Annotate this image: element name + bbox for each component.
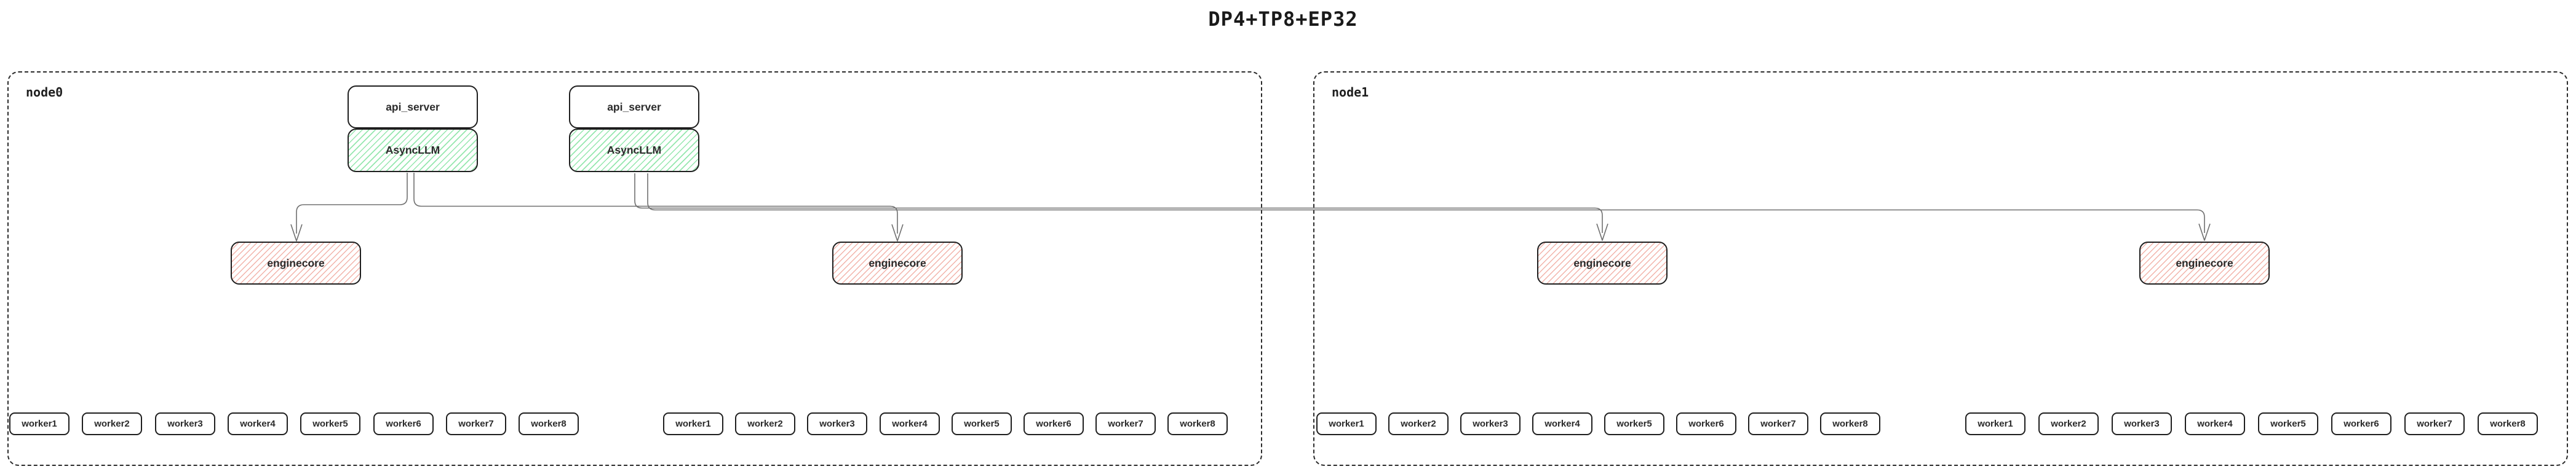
worker-box: worker5 bbox=[300, 412, 360, 435]
worker-box: worker3 bbox=[807, 412, 867, 435]
worker-box: worker2 bbox=[1388, 412, 1449, 435]
worker-box: worker3 bbox=[155, 412, 215, 435]
worker-box: worker6 bbox=[1676, 412, 1736, 435]
cluster-label: node0 bbox=[26, 85, 63, 100]
worker-box: worker5 bbox=[952, 412, 1012, 435]
cluster-node0: node0 bbox=[7, 71, 1262, 466]
worker-box: worker7 bbox=[1095, 412, 1156, 435]
worker-box: worker7 bbox=[446, 412, 506, 435]
worker-box: worker1 bbox=[663, 412, 723, 435]
api-server-box: api_server bbox=[569, 85, 699, 128]
worker-box: worker1 bbox=[9, 412, 70, 435]
worker-box: worker4 bbox=[228, 412, 288, 435]
worker-box: worker6 bbox=[1024, 412, 1084, 435]
worker-box: worker7 bbox=[1748, 412, 1808, 435]
worker-box: worker8 bbox=[519, 412, 579, 435]
worker-box: worker3 bbox=[2112, 412, 2172, 435]
worker-box: worker8 bbox=[2478, 412, 2538, 435]
worker-box: worker2 bbox=[735, 412, 795, 435]
worker-box: worker6 bbox=[2331, 412, 2391, 435]
api-server-box: api_server bbox=[348, 85, 478, 128]
worker-box: worker4 bbox=[1532, 412, 1592, 435]
worker-box: worker4 bbox=[880, 412, 940, 435]
enginecore-box: enginecore bbox=[231, 242, 361, 285]
worker-box: worker5 bbox=[2258, 412, 2318, 435]
worker-box: worker5 bbox=[1604, 412, 1664, 435]
cluster-node1: node1 bbox=[1313, 71, 2568, 466]
worker-box: worker4 bbox=[2185, 412, 2245, 435]
worker-box: worker1 bbox=[1965, 412, 2025, 435]
worker-box: worker1 bbox=[1316, 412, 1377, 435]
worker-box: worker2 bbox=[2038, 412, 2099, 435]
diagram-title: DP4+TP8+EP32 bbox=[1208, 7, 1358, 31]
worker-box: worker7 bbox=[2404, 412, 2465, 435]
worker-box: worker8 bbox=[1820, 412, 1880, 435]
enginecore-box: enginecore bbox=[2139, 242, 2270, 285]
asyncllm-box: AsyncLLM bbox=[348, 128, 478, 172]
enginecore-box: enginecore bbox=[1537, 242, 1668, 285]
worker-box: worker3 bbox=[1460, 412, 1521, 435]
worker-box: worker6 bbox=[373, 412, 434, 435]
enginecore-box: enginecore bbox=[832, 242, 963, 285]
worker-box: worker8 bbox=[1167, 412, 1228, 435]
worker-box: worker2 bbox=[82, 412, 142, 435]
cluster-label: node1 bbox=[1332, 85, 1369, 100]
asyncllm-box: AsyncLLM bbox=[569, 128, 699, 172]
